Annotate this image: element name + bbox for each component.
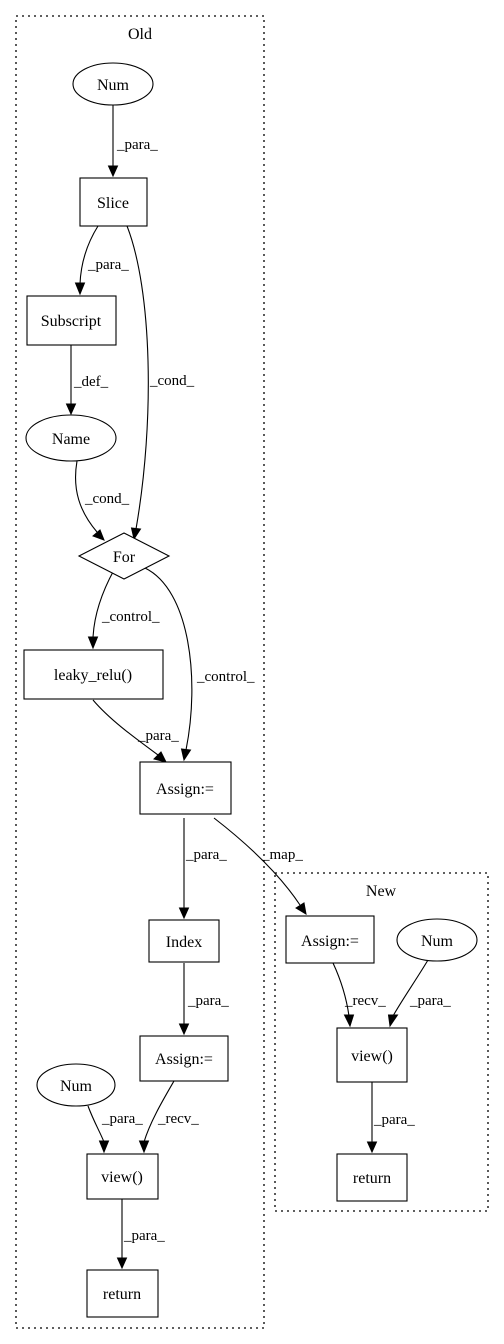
edge-label-view-return: _para_ bbox=[123, 1228, 165, 1244]
cluster-new: New bbox=[274, 872, 489, 1212]
node-num-bottom-label: Num bbox=[60, 1078, 93, 1095]
node-slice: Slice bbox=[79, 177, 148, 227]
node-assign-main: Assign:= bbox=[139, 761, 232, 815]
edge-view-return: _para_ bbox=[116, 1199, 165, 1270]
edge-leaky-assign: _para_ bbox=[92, 699, 179, 763]
node-assign-new: Assign:= bbox=[285, 915, 375, 964]
edge-new-assign-view: _recv_ bbox=[332, 962, 386, 1028]
edge-label-new-num-view: _para_ bbox=[409, 993, 451, 1009]
edge-slice-subscript: _para_ bbox=[74, 225, 129, 296]
edge-for-assign: _control_ bbox=[144, 567, 255, 762]
edge-label-slice-for: _cond_ bbox=[149, 373, 195, 389]
edge-name-for: _cond_ bbox=[74, 460, 130, 541]
edge-num-view: _para_ bbox=[87, 1105, 143, 1154]
node-for-label: For bbox=[113, 549, 136, 566]
edge-assign2-view: _recv_ bbox=[138, 1080, 199, 1154]
edge-label-new-assign-view: _recv_ bbox=[344, 993, 386, 1009]
edge-subscript-name: _def_ bbox=[65, 345, 109, 416]
node-view-new: view() bbox=[336, 1027, 408, 1083]
node-return-new-label: return bbox=[353, 1170, 391, 1187]
edge-for-leaky: _control_ bbox=[87, 569, 160, 650]
edge-label-assign-index: _para_ bbox=[185, 847, 227, 863]
node-name: Name bbox=[25, 414, 117, 462]
node-return-new: return bbox=[336, 1153, 408, 1202]
node-leaky-relu-label: leaky_relu() bbox=[54, 667, 132, 684]
edge-num-slice: _para_ bbox=[107, 105, 158, 178]
edge-label-leaky-assign: _para_ bbox=[137, 728, 179, 744]
node-num-top-label: Num bbox=[97, 77, 130, 94]
cluster-new-label: New bbox=[366, 883, 397, 900]
edge-new-view-return: _para_ bbox=[366, 1082, 415, 1154]
node-view-old: view() bbox=[86, 1153, 159, 1200]
edge-label-index-assign2: _para_ bbox=[187, 993, 229, 1009]
node-subscript-label: Subscript bbox=[41, 313, 102, 330]
node-name-label: Name bbox=[52, 431, 90, 448]
node-assign-new-label: Assign:= bbox=[301, 933, 359, 950]
edge-label-slice-subscript: _para_ bbox=[87, 257, 129, 273]
edge-new-num-view: _para_ bbox=[387, 959, 451, 1028]
node-num-bottom: Num bbox=[36, 1063, 116, 1107]
edge-label-for-assign: _control_ bbox=[196, 669, 255, 685]
node-num-new-label: Num bbox=[421, 933, 454, 950]
edge-label-name-for: _cond_ bbox=[84, 491, 130, 507]
node-assign-second: Assign:= bbox=[139, 1035, 229, 1082]
edge-slice-for: _cond_ bbox=[126, 225, 195, 541]
node-return-old-label: return bbox=[103, 1286, 141, 1303]
node-assign-second-label: Assign:= bbox=[155, 1051, 213, 1068]
node-return-old: return bbox=[86, 1269, 159, 1318]
edge-label-assign2-view: _recv_ bbox=[157, 1111, 199, 1127]
node-leaky-relu: leaky_relu() bbox=[23, 649, 164, 700]
node-index-label: Index bbox=[166, 934, 202, 951]
node-index: Index bbox=[148, 919, 220, 963]
cluster-old-label: Old bbox=[128, 26, 152, 43]
node-assign-main-label: Assign:= bbox=[156, 781, 214, 798]
edge-index-assign2: _para_ bbox=[178, 963, 229, 1036]
node-num-top: Num bbox=[72, 62, 154, 106]
node-subscript: Subscript bbox=[26, 295, 117, 346]
edge-label-subscript-name: _def_ bbox=[73, 374, 109, 390]
node-num-new: Num bbox=[396, 918, 478, 962]
edge-label-num-slice: _para_ bbox=[116, 137, 158, 153]
node-for: For bbox=[77, 532, 171, 580]
node-view-old-label: view() bbox=[101, 1169, 143, 1186]
node-slice-label: Slice bbox=[97, 195, 129, 212]
edge-assign-map: _map_ bbox=[213, 817, 307, 915]
edge-label-assign-map: _map_ bbox=[261, 847, 303, 863]
edge-label-new-view-return: _para_ bbox=[373, 1112, 415, 1128]
cluster-old: Old bbox=[15, 15, 265, 1329]
edge-label-num-view: _para_ bbox=[101, 1111, 143, 1127]
node-view-new-label: view() bbox=[351, 1048, 393, 1065]
edge-assign-index: _para_ bbox=[178, 818, 227, 920]
edge-label-for-leaky: _control_ bbox=[101, 609, 160, 625]
